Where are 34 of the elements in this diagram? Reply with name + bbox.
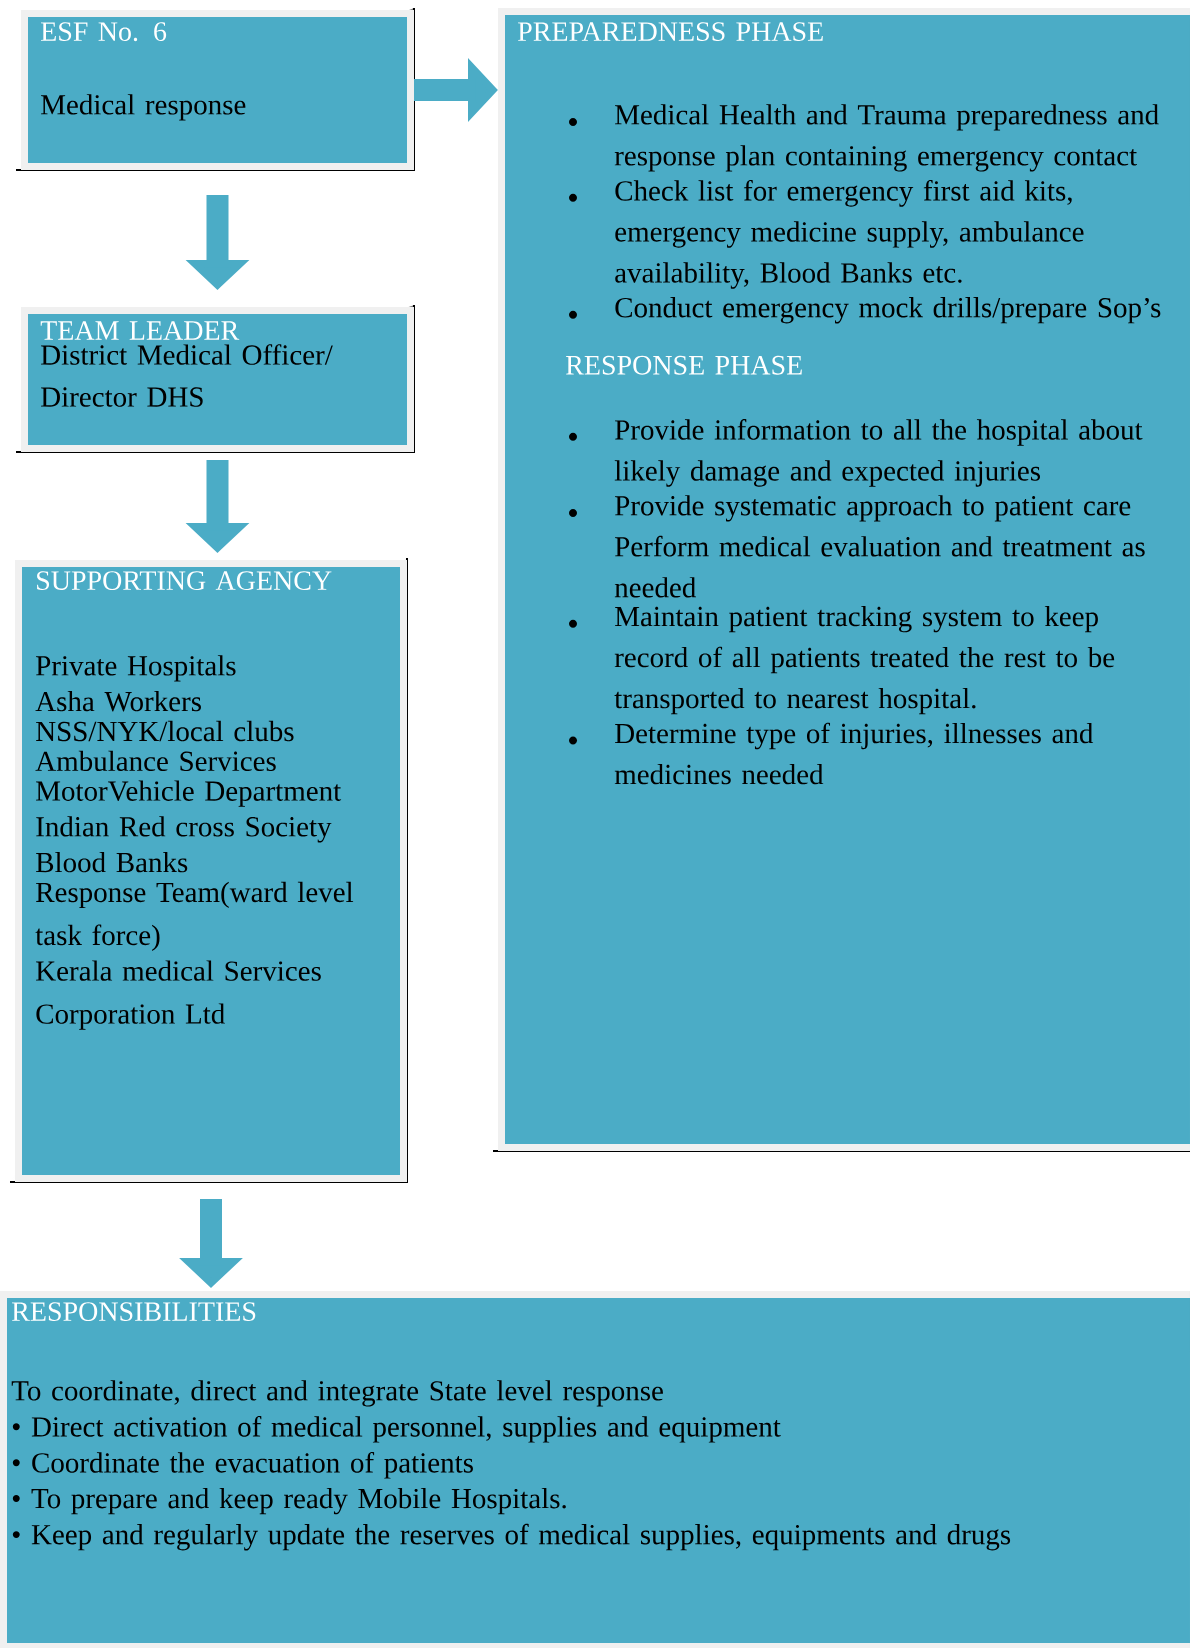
list-item: • Coordinate the evacuation of patients (12, 1452, 473, 1479)
box-heading: ESF No. 6 (41, 22, 167, 42)
box-heading: PREPAREDNESS PHASE (518, 22, 823, 41)
bullet-item: Determine type of injuries, illnesses and medicines needed (569, 722, 1094, 785)
bullet-item: Maintain patient tracking system to keep record of all patients treated the rest to be transported to nearest hospital. (569, 605, 1115, 715)
process-box (0, 1288, 1190, 1648)
process-box (15, 304, 415, 453)
box-heading: RESPONSIBILITIES (12, 1302, 256, 1321)
box-heading: RESPONSE PHASE (566, 355, 802, 375)
box-heading: SUPPORTING AGENCY (37, 571, 332, 590)
body-text: Medical response (41, 94, 246, 121)
bullet-item: Medical Health and Trauma preparedness and response plan containing emergency contact (569, 104, 1159, 172)
list-item: Blood Banks (36, 851, 188, 873)
list-item: Private Hospitals (36, 655, 236, 682)
box-heading: TEAM LEADER (40, 321, 240, 340)
list-item: • Keep and regularly update the reserves of medical supplies, equipments and drugs (12, 1523, 1011, 1551)
body-text: District Medical Officer/ Director DHS (41, 344, 333, 407)
bullet-item: Check list for emergency first aid kits, emergency medicine supply, ambulance availability, Blood Banks etc. (569, 180, 1084, 289)
bullet-item: Conduct emergency mock drills/prepare Sop’s (569, 297, 1161, 324)
list-item: Kerala medical Services Corporation Ltd (36, 960, 321, 1030)
list-item: Ambulance Services (35, 750, 276, 772)
process-box (9, 557, 408, 1183)
list-item: • Direct activation of medical personnel, supplies and equipment (12, 1416, 781, 1443)
bullet-item: Provide information to all the hospital about likely damage and expected injuries (569, 419, 1143, 487)
list-item: Indian Red cross Society (36, 816, 332, 843)
list-item: MotorVehicle Department (36, 780, 342, 807)
list-item: Asha Workers (35, 690, 201, 712)
process-box (15, 7, 415, 171)
body-text: To coordinate, direct and integrate State level response (11, 1380, 663, 1407)
process-box (492, 5, 1190, 1152)
list-item: NSS/NYK/local clubs (36, 720, 294, 742)
list-item: • To prepare and keep ready Mobile Hospitals. (12, 1488, 566, 1515)
bullet-item: Provide systematic approach to patient care Perform medical evaluation and treatment as needed (569, 495, 1145, 598)
list-item: Response Team(ward level task force) (35, 881, 354, 952)
